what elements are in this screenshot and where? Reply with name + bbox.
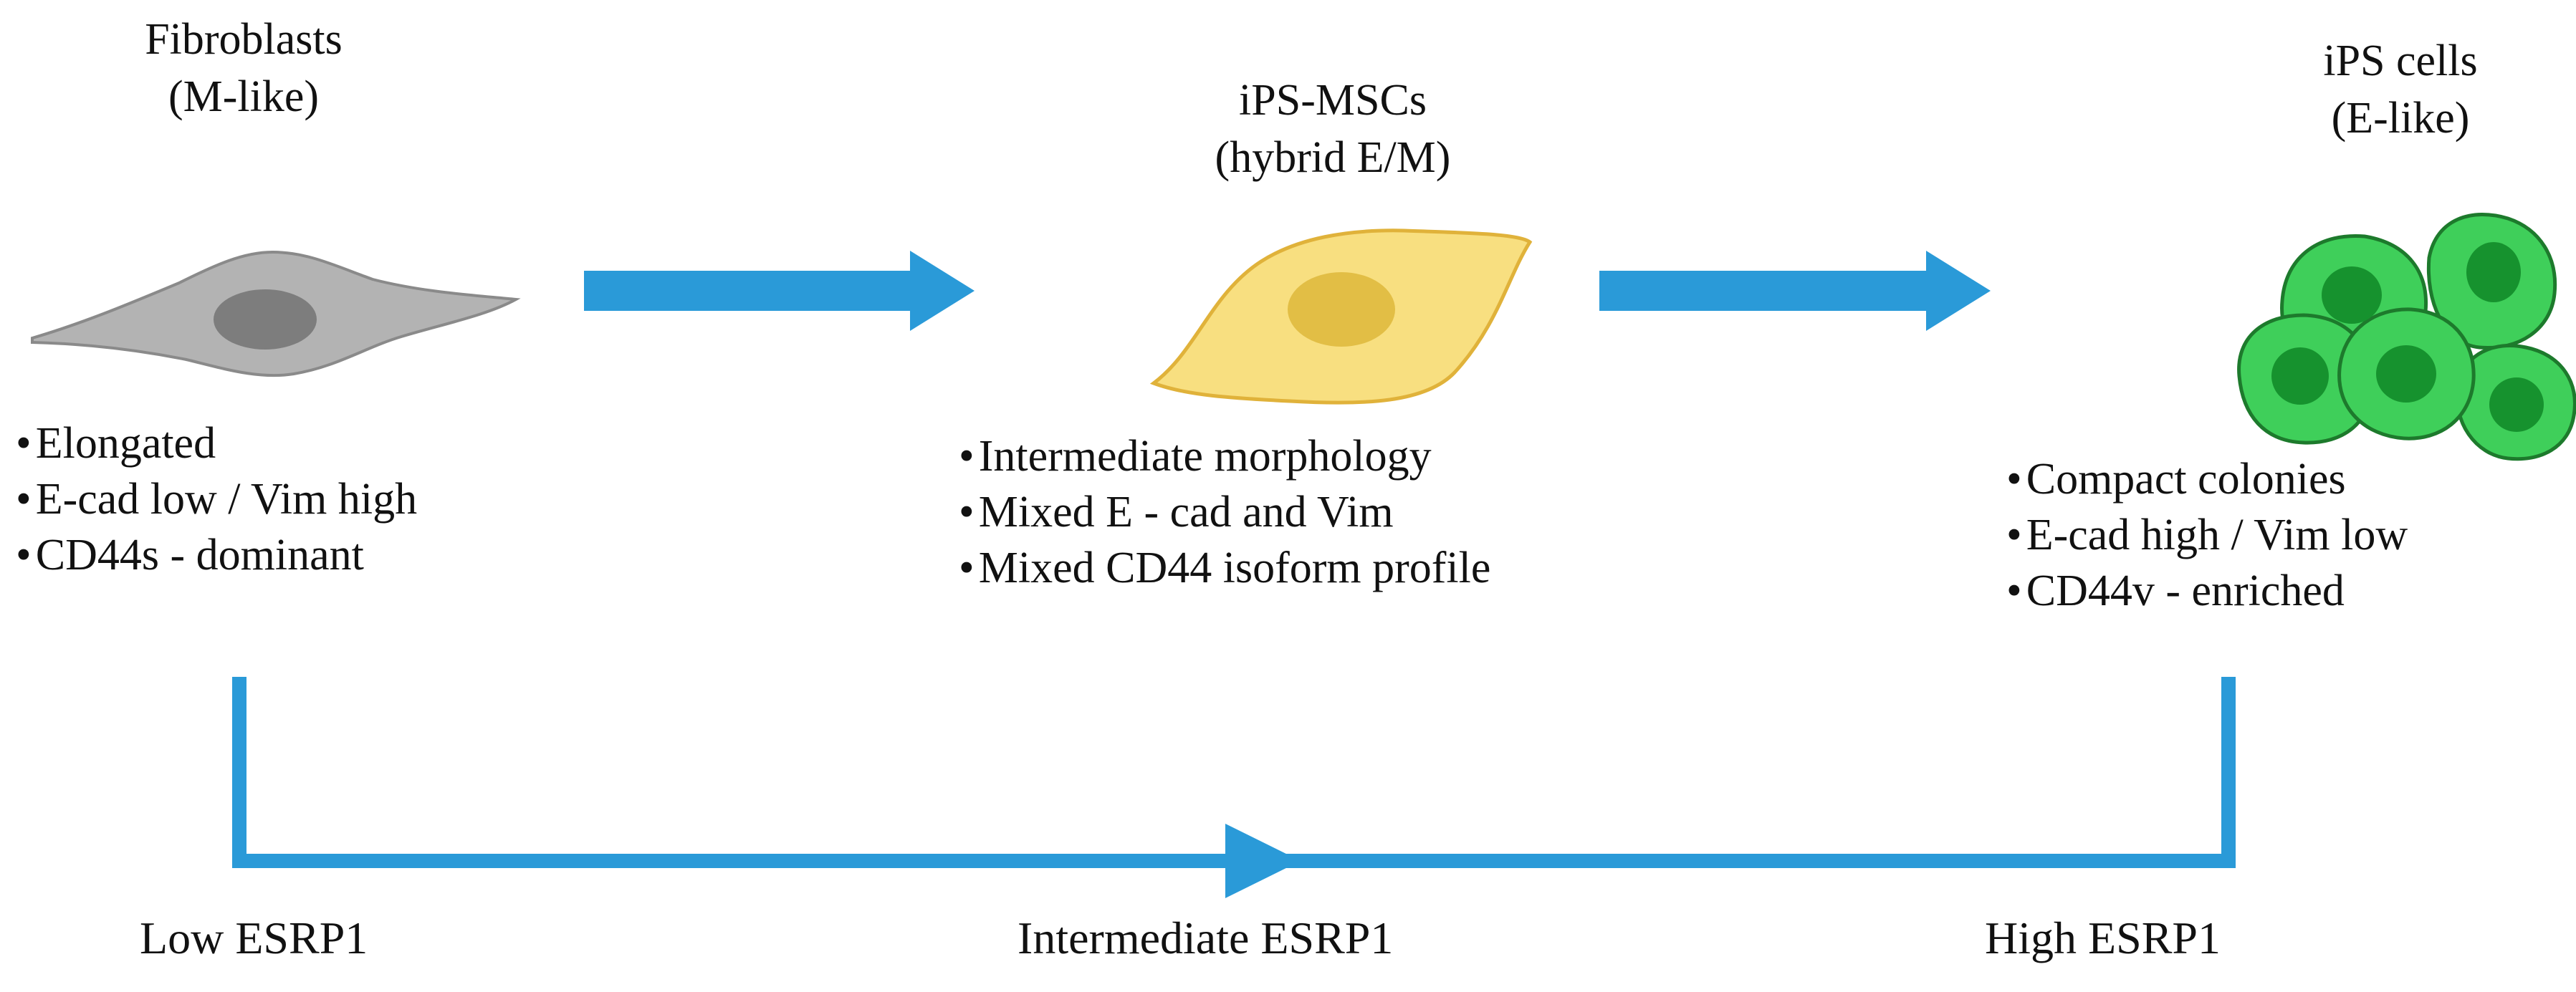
stage-ips-features: Compact colonies E-cad high / Vim low CD… <box>2006 451 2408 619</box>
fibroblast-nucleus <box>214 289 317 350</box>
feature-item: Intermediate morphology <box>959 428 1490 484</box>
ips-colony-icon <box>2237 213 2576 461</box>
feature-item: Elongated <box>16 415 417 471</box>
stage-ips-title: iPS cells (E-like) <box>2250 32 2551 147</box>
stage-name: Fibroblasts <box>145 15 343 64</box>
stage-fibroblasts-title: Fibroblasts (M-like) <box>43 11 444 125</box>
ips-nucleus-1 <box>2322 266 2382 324</box>
esrp1-intermediate-label: Intermediate ESRP1 <box>1018 912 1394 963</box>
fibroblast-cell-icon <box>31 250 521 377</box>
msc-cell-icon <box>1149 228 1533 405</box>
feature-item: Compact colonies <box>2006 451 2408 507</box>
ips-nucleus-3 <box>2271 347 2329 405</box>
msc-nucleus <box>1288 272 1395 347</box>
ips-nucleus-2 <box>2466 242 2521 302</box>
feature-item: Mixed CD44 isoform profile <box>959 540 1491 596</box>
stage-name: iPS-MSCs <box>1239 76 1427 125</box>
feature-item: CD44s - dominant <box>16 527 417 583</box>
feature-item: E-cad low / Vim high <box>16 471 417 527</box>
stage-ipsmsc-title: iPS-MSCs (hybrid E/M) <box>1118 72 1548 186</box>
stage-fibroblasts-features: Elongated E-cad low / Vim high CD44s - d… <box>16 415 417 583</box>
stage-ipsmsc-features: Intermediate morphology Mixed E - cad an… <box>959 428 1491 596</box>
arrow-msc-to-ips <box>1599 251 1991 331</box>
esrp1-high-label: High ESRP1 <box>1985 912 2221 963</box>
feature-item: Mixed E - cad and Vim <box>959 484 1490 540</box>
esrp1-low-label: Low ESRP1 <box>140 912 368 963</box>
esrp1-bracket-arrow <box>232 677 2236 898</box>
stage-state: (M-like) <box>168 72 320 121</box>
arrow-fibroblast-to-msc <box>584 251 975 331</box>
feature-item: CD44v - enriched <box>2006 563 2408 619</box>
ips-nucleus-4 <box>2489 377 2544 432</box>
feature-item: E-cad high / Vim low <box>2006 507 2408 563</box>
ips-nucleus-5 <box>2376 345 2436 403</box>
stage-state: (E-like) <box>2331 94 2470 143</box>
stage-state: (hybrid E/M) <box>1215 133 1451 182</box>
stage-name: iPS cells <box>2323 37 2478 85</box>
